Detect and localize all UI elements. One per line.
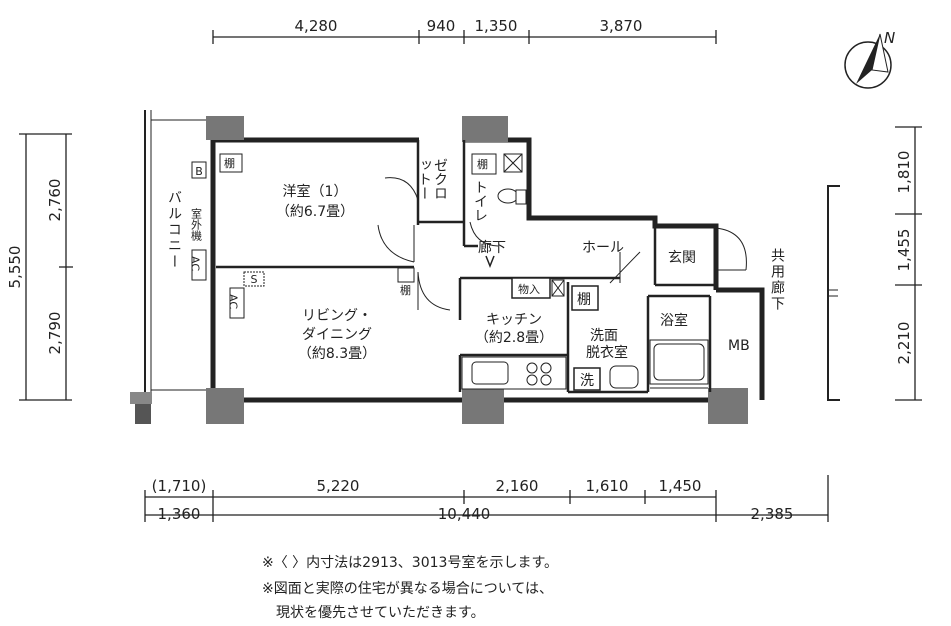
note-line-1: ※〈 〉内寸法は2913、3013号室を示します。	[262, 555, 559, 571]
columns	[206, 116, 748, 424]
toilet-label: トイレ	[472, 180, 488, 222]
top-dim-1: 4,280	[295, 17, 338, 35]
washroom-shelf-label: 棚	[577, 292, 591, 308]
bottom-dim-2-1: 1,360	[158, 505, 201, 523]
wash-label: 洗	[580, 373, 594, 389]
s-box	[243, 271, 265, 287]
kitchen-size: （約2.8畳）	[475, 330, 553, 346]
bottom-dim-1-1: (1,710)	[152, 477, 207, 495]
ac-label-balcony: AC	[189, 256, 202, 271]
ac-label-ld: AC	[227, 294, 240, 309]
storage-label: 物入	[518, 282, 540, 296]
sink-fixture-icon	[609, 365, 639, 389]
living-size: （約8.3畳）	[298, 346, 376, 362]
storage-vent-icon	[551, 279, 565, 297]
bottom-dim-1-2: 5,220	[317, 477, 360, 495]
balcony-label: バルコニー	[166, 190, 182, 270]
washroom-label-1: 洗面	[590, 328, 618, 344]
left-dim-lower: 2,790	[46, 312, 64, 355]
s-label: S	[251, 273, 258, 286]
right-dim-2: 1,455	[895, 229, 913, 272]
western-shelf-label: 棚	[224, 156, 235, 170]
left-dimension-lines	[19, 133, 73, 401]
storage-box	[511, 277, 551, 299]
bottom-dim-1-3: 2,160	[496, 477, 539, 495]
western-shelf-box	[219, 153, 243, 173]
ac-box-ld	[229, 287, 245, 319]
washroom-shelf-box	[571, 285, 599, 311]
doors	[377, 177, 747, 311]
entrance-label: 玄関	[668, 249, 696, 266]
living-line1: リビング・	[302, 308, 372, 324]
toilet-vent-icon	[503, 153, 523, 173]
note-line-3: 現状を優先させていただきます。	[262, 605, 485, 621]
top-dim-4: 3,870	[600, 17, 643, 35]
toilet-shelf-label: 棚	[477, 157, 488, 171]
ac-box-balcony	[191, 249, 207, 281]
bottom-dim-1-4: 1,610	[586, 477, 629, 495]
wash-box	[573, 367, 601, 391]
top-dim-2: 940	[427, 17, 456, 35]
corridor-label: 廊下	[478, 239, 506, 256]
toilet-shelf-box	[471, 153, 497, 175]
left-dim-outer: 5,550	[6, 246, 24, 289]
kitchen-name: キッチン	[486, 312, 542, 328]
bottom-dim-2-3: 2,385	[751, 505, 794, 523]
note-line-2: ※図面と実際の住宅が異なる場合については、	[262, 581, 554, 597]
right-dim-3: 2,210	[895, 322, 913, 365]
toilet-fixture-icon	[497, 188, 527, 205]
western-room-size: （約6.7畳）	[276, 204, 354, 220]
right-dim-1: 1,810	[895, 151, 913, 194]
washroom-label-2: 脱衣室	[586, 344, 628, 361]
shared-corridor-bracket	[827, 185, 840, 401]
bottom-dimension-lines	[144, 475, 829, 522]
ld-shelf-box	[397, 267, 415, 283]
closet-label: ゼクロ	[432, 158, 448, 200]
top-dim-3: 1,350	[475, 17, 518, 35]
b-label: B	[195, 165, 203, 178]
ld-shelf-label: 棚	[400, 283, 411, 297]
bath-label: 浴室	[660, 312, 688, 329]
interior-walls	[216, 140, 716, 394]
western-room-name: 洋室（1）	[283, 183, 348, 200]
hall-label: ホール	[582, 240, 624, 256]
living-line2: ダイニング	[302, 327, 372, 343]
bathtub-fixture-icon	[649, 339, 709, 389]
kitchen-counter	[461, 356, 567, 390]
compass-north-label: N	[884, 29, 895, 47]
left-dim-upper: 2,760	[46, 179, 64, 222]
balcony	[130, 110, 208, 424]
compass-icon	[844, 33, 892, 89]
right-dimension-lines	[895, 126, 922, 401]
b-box	[191, 161, 207, 179]
outdoor-unit-label: 室外機	[190, 207, 203, 242]
mb-label: MB	[728, 338, 750, 354]
shared-corridor-label: 共用廊下	[769, 248, 785, 312]
bottom-dim-2-2: 10,440	[438, 505, 491, 523]
closet-label-2: ットー	[416, 158, 432, 200]
bottom-dim-1-5: 1,450	[659, 477, 702, 495]
top-dimension-line	[212, 30, 717, 44]
